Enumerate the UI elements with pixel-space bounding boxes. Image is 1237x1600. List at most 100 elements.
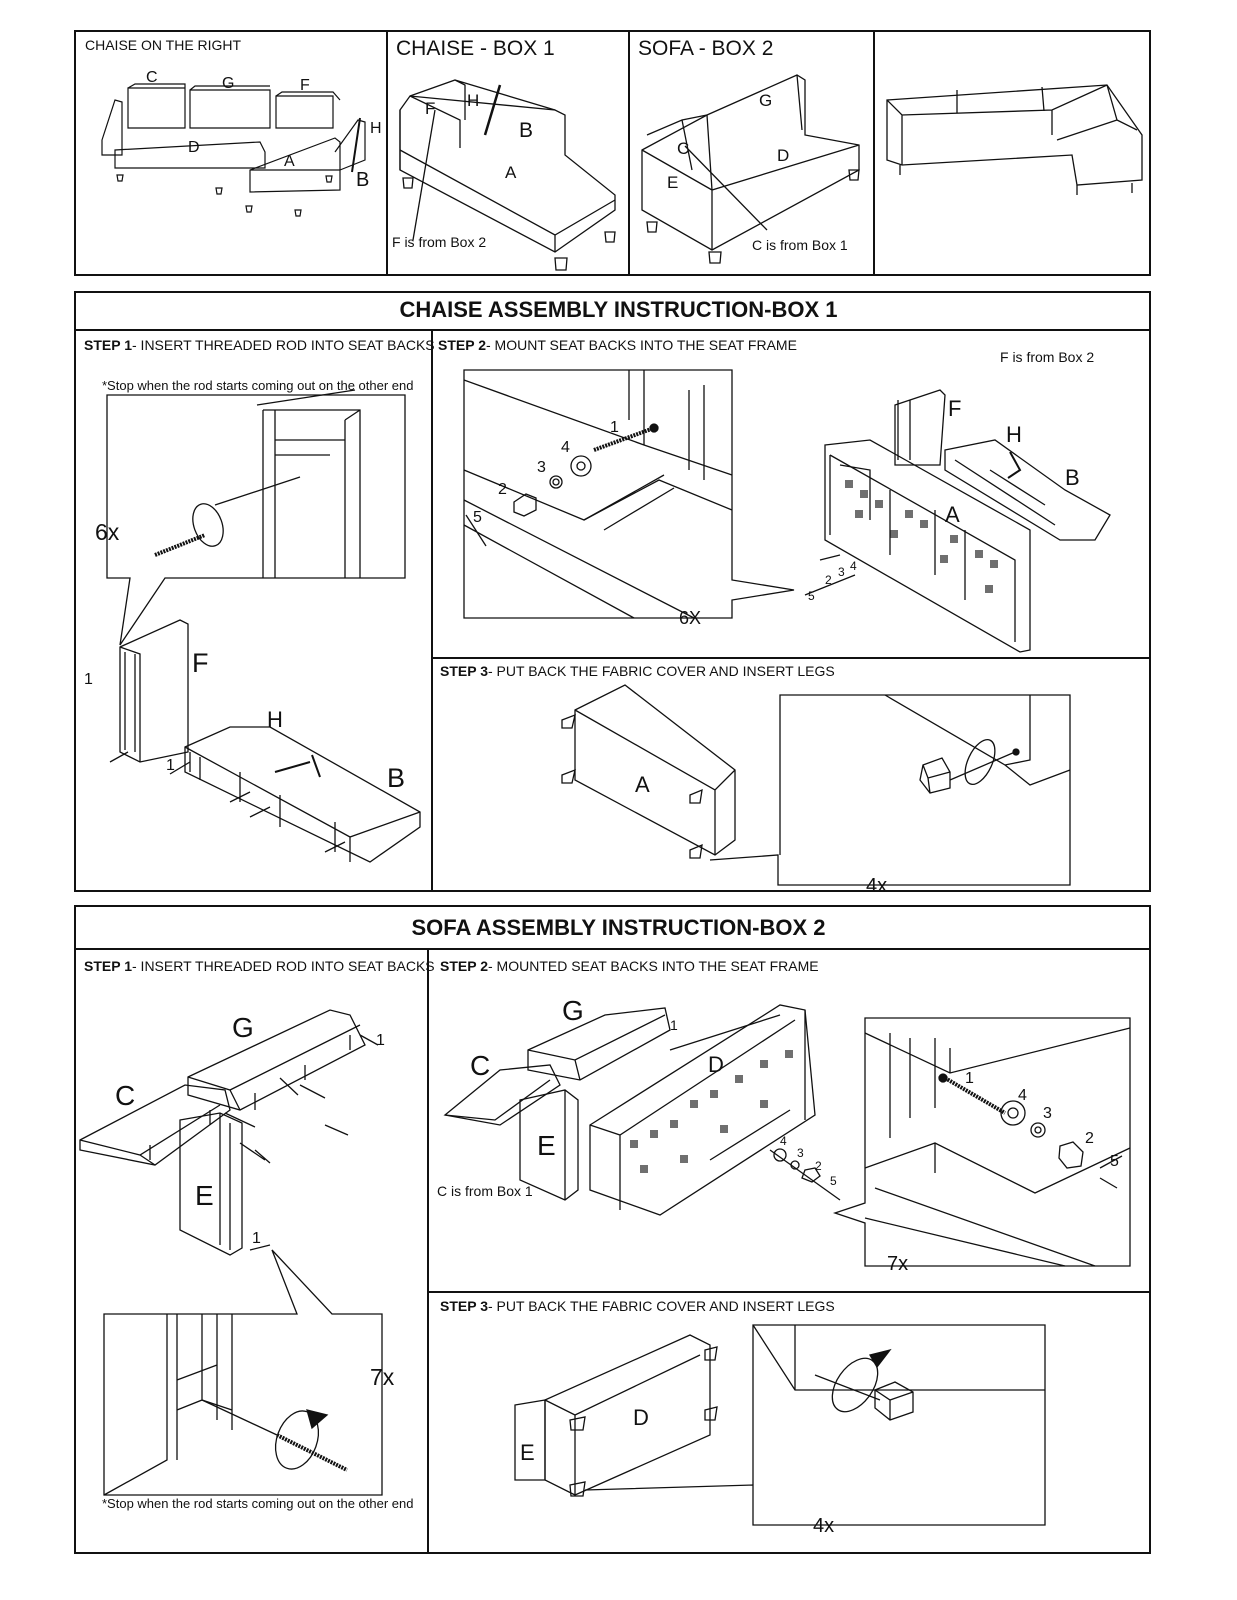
overview-chaise-diagram: F H B A	[399, 79, 616, 271]
chaise-row-divider	[431, 657, 1151, 659]
overview-letter-f: F	[300, 77, 310, 94]
chaise-step1-callout: 6x	[95, 389, 406, 646]
sofa-step2-assembly: G C D E 1 4 3 2 5	[443, 995, 841, 1216]
overview-letter-d: D	[188, 139, 200, 156]
chaise-step2-num1: 1	[610, 419, 619, 436]
chaise-step3-text: - PUT BACK THE FABRIC COVER AND INSERT L…	[488, 663, 835, 679]
chaise-step2-label: STEP 2- MOUNT SEAT BACKS INTO THE SEAT F…	[438, 337, 797, 353]
sofa-step2-c-note: C is from Box 1	[437, 1183, 533, 1199]
chaise-step2-f-note: F is from Box 2	[1000, 349, 1095, 365]
chaise-section	[74, 291, 1151, 892]
sofa-step2-num4: 4	[780, 1134, 787, 1148]
sofa-step2-num5: 5	[830, 1174, 837, 1188]
sofa-row-divider	[427, 1291, 1151, 1293]
chaise-step2-num3: 3	[838, 565, 845, 579]
sofa-step1-note: *Stop when the rod starts coming out on …	[102, 1496, 414, 1511]
chaise-step1-letter-b: B	[387, 763, 405, 793]
chaise-letter-h: H	[467, 91, 479, 110]
chaise-step2-num3: 3	[537, 459, 546, 476]
chaise-step1-pieces: F H B 1 1	[84, 619, 421, 863]
chaise-step2-assembly: F H B A 5 2 3 4	[804, 389, 1111, 653]
chaise-step2-letter-a: A	[945, 502, 960, 527]
sofa-step1-letter-e: E	[195, 1180, 214, 1211]
sofa-step2-letter-e: E	[537, 1130, 556, 1161]
sofa-step1-callout: 7x	[103, 1249, 395, 1496]
sofa-step1-letter-c: C	[115, 1080, 135, 1111]
overview-panel2-title: CHAISE - BOX 1	[396, 37, 555, 60]
overview-letter-b: B	[356, 169, 369, 191]
overview-sofa-diagram: C G D E	[641, 74, 860, 264]
chaise-step2-count: 6X	[679, 608, 701, 628]
sofa-step2-letter-g: G	[562, 995, 584, 1026]
chaise-step2-letter-h: H	[1006, 422, 1022, 447]
sofa-col-divider	[427, 948, 429, 1554]
sofa-overview-letter-c: C	[677, 139, 689, 158]
overview-divider-1	[386, 30, 388, 276]
overview-panel1-title: CHAISE ON THE RIGHT	[85, 37, 242, 53]
sofa-step2-callout: 1 4 3 2 5 7x	[832, 1017, 1131, 1275]
chaise-step2-num2: 2	[498, 481, 507, 498]
sofa-step2-callout-num2: 2	[1085, 1130, 1094, 1147]
sofa-step1-prefix: STEP 1	[84, 958, 132, 974]
chaise-step3-label: STEP 3- PUT BACK THE FABRIC COVER AND IN…	[440, 663, 835, 679]
sofa-step2-num2: 2	[815, 1159, 822, 1173]
sofa-step3-label: STEP 3- PUT BACK THE FABRIC COVER AND IN…	[440, 1298, 835, 1314]
overview-exploded-diagram: C G F D A H B	[101, 69, 382, 217]
chaise-step1-text: - INSERT THREADED ROD INTO SEAT BACKS	[132, 337, 435, 353]
sofa-step1-text: - INSERT THREADED ROD INTO SEAT BACKS	[132, 958, 435, 974]
overview-letter-c: C	[146, 69, 158, 86]
overview-f-from-box2: F is from Box 2	[392, 234, 487, 250]
chaise-step1-num1b: 1	[166, 757, 175, 774]
chaise-step2-letter-f: F	[948, 396, 961, 421]
chaise-letter-f: F	[425, 99, 435, 118]
sofa-step2-num3: 3	[797, 1146, 804, 1160]
sofa-overview-letter-e: E	[667, 173, 678, 192]
overview-letter-a: A	[284, 153, 295, 170]
sofa-step3-diagram: D E 4x	[514, 1324, 1046, 1537]
sofa-overview-letter-d: D	[777, 146, 789, 165]
chaise-step2-num2: 2	[825, 573, 832, 587]
chaise-step2-callout: 1 4 3 2 5 6X	[463, 369, 795, 628]
chaise-step3-diagram: A 4x	[561, 684, 1071, 897]
overview-letter-h: H	[370, 120, 382, 137]
chaise-step1-note: *Stop when the rod starts coming out on …	[102, 378, 414, 393]
sofa-step1-count: 7x	[370, 1364, 395, 1390]
overview-c-from-box1: C is from Box 1	[752, 237, 848, 253]
chaise-col-divider	[431, 329, 433, 892]
overview-assembled-diagram	[886, 84, 1143, 195]
chaise-step3-letter-a: A	[635, 772, 650, 797]
sofa-step2-label: STEP 2- MOUNTED SEAT BACKS INTO THE SEAT…	[440, 958, 819, 974]
chaise-step2-num4: 4	[850, 559, 857, 573]
chaise-letter-a: A	[505, 163, 517, 182]
chaise-step2-num5: 5	[808, 589, 815, 603]
sofa-step1-num1a: 1	[376, 1032, 385, 1049]
chaise-title-divider	[74, 329, 1151, 331]
sofa-step1-letter-g: G	[232, 1012, 254, 1043]
sofa-step2-count: 7x	[887, 1253, 908, 1275]
sofa-overview-letter-g: G	[759, 91, 772, 110]
sofa-step3-letter-d: D	[633, 1405, 649, 1430]
sofa-step1-num1b: 1	[252, 1230, 261, 1247]
sofa-step3-text: - PUT BACK THE FABRIC COVER AND INSERT L…	[488, 1298, 835, 1314]
sofa-section-title: SOFA ASSEMBLY INSTRUCTION-BOX 2	[411, 915, 826, 940]
sofa-step2-text: - MOUNTED SEAT BACKS INTO THE SEAT FRAME	[488, 958, 819, 974]
chaise-step2-prefix: STEP 2	[438, 337, 486, 353]
overview-strip	[74, 30, 1151, 276]
sofa-step2-prefix: STEP 2	[440, 958, 488, 974]
overview-panel3-title: SOFA - BOX 2	[638, 37, 774, 60]
chaise-step1-letter-f: F	[192, 648, 209, 678]
sofa-section	[74, 905, 1151, 1554]
sofa-step2-callout-num1: 1	[965, 1070, 974, 1087]
chaise-step2-text: - MOUNT SEAT BACKS INTO THE SEAT FRAME	[486, 337, 797, 353]
sofa-step2-letter-c: C	[470, 1050, 490, 1081]
sofa-step1-label: STEP 1- INSERT THREADED ROD INTO SEAT BA…	[84, 958, 435, 974]
chaise-step1-letter-h: H	[267, 707, 283, 732]
sofa-step2-callout-num4: 4	[1018, 1087, 1027, 1104]
chaise-step1-label: STEP 1- INSERT THREADED ROD INTO SEAT BA…	[84, 337, 435, 353]
chaise-step3-prefix: STEP 3	[440, 663, 488, 679]
chaise-step2-num4: 4	[561, 439, 570, 456]
chaise-step2-num5: 5	[473, 509, 482, 526]
overview-divider-2	[628, 30, 630, 276]
sofa-step2-letter-d: D	[708, 1052, 724, 1077]
chaise-section-title: CHAISE ASSEMBLY INSTRUCTION-BOX 1	[399, 297, 838, 322]
